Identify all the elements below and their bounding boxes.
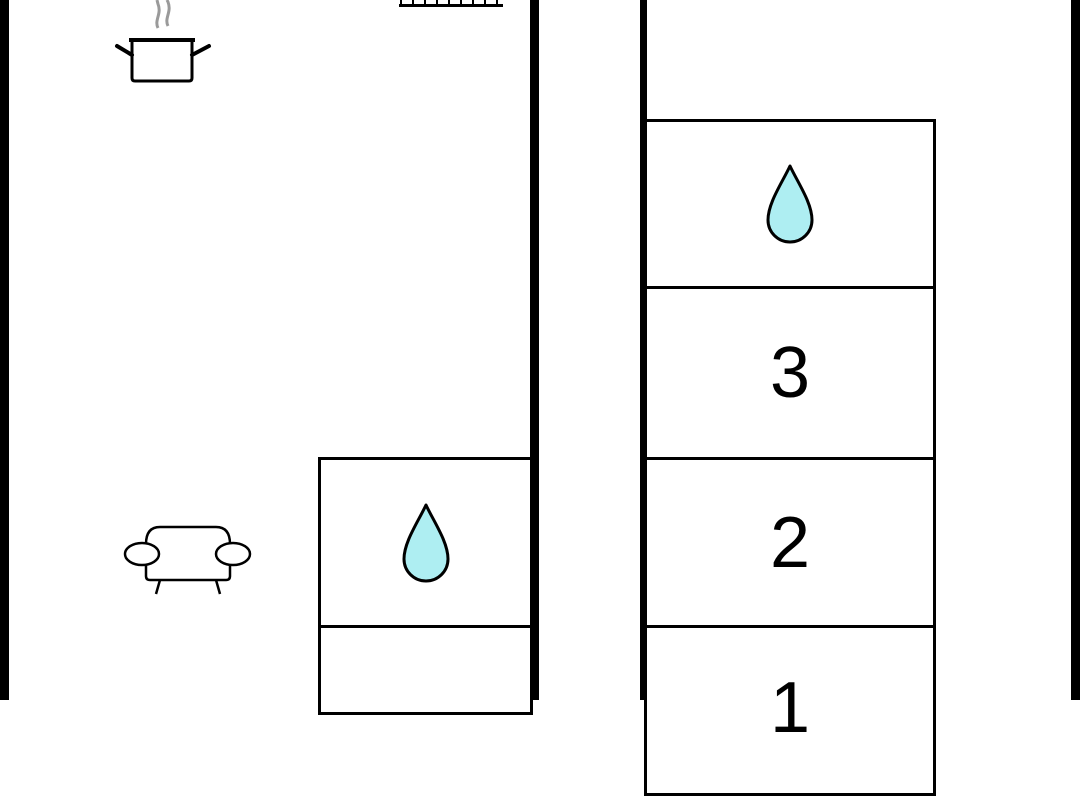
pot-handle-left — [115, 44, 134, 57]
left-stack-cell-empty — [318, 625, 533, 715]
sofa-icon — [123, 525, 252, 595]
right-edge-wall — [1071, 0, 1080, 700]
pot-body — [130, 42, 194, 83]
water-drop-icon — [766, 164, 814, 244]
radiator-icon — [399, 0, 503, 7]
steam-line-1 — [155, 0, 161, 29]
water-drop-icon — [402, 503, 449, 582]
left-stack-cell-water — [318, 457, 533, 628]
pot-lid — [129, 38, 195, 42]
cooking-pot-icon — [115, 0, 211, 83]
sofa-leg-left — [154, 579, 162, 595]
sofa-seat — [144, 564, 232, 582]
right-stack-cell-water — [644, 119, 936, 289]
steam-line-2 — [165, 0, 171, 27]
center-left-wall — [530, 0, 539, 700]
center-right-wall — [640, 0, 647, 700]
cell-number-1: 1 — [769, 668, 811, 748]
sofa-back — [144, 525, 232, 545]
right-stack-cell-3: 3 — [644, 286, 936, 460]
cell-number-3: 3 — [769, 333, 811, 413]
right-stack-cell-1: 1 — [644, 625, 936, 796]
cell-number-2: 2 — [769, 502, 811, 583]
left-edge-wall — [0, 0, 9, 700]
sofa-arm-left — [123, 541, 161, 567]
right-stack-cell-2: 2 — [644, 457, 936, 628]
pot-handle-right — [190, 44, 211, 57]
sofa-leg-right — [214, 579, 222, 595]
sofa-arm-right — [214, 541, 252, 567]
